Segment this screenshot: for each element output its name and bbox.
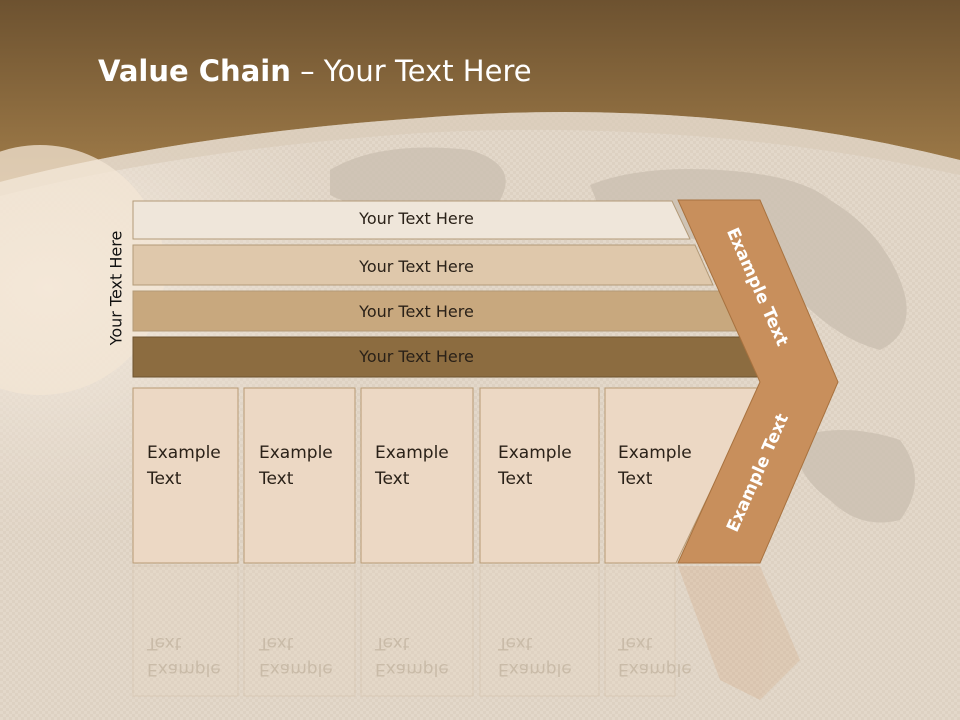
primary-box-2	[243, 387, 356, 564]
box-label-4: Example Text	[498, 440, 572, 492]
band-label-3: Your Text Here	[359, 302, 474, 321]
box-label-4-line1: Example	[498, 443, 572, 463]
reflection-label-3: Example Text	[375, 633, 449, 679]
box-label-5: Example Text	[618, 440, 692, 492]
support-band-1	[132, 200, 691, 240]
box-label-2: Example Text	[259, 440, 333, 492]
box-label-2-line2: Text	[259, 469, 294, 489]
title-bold: Value Chain	[98, 54, 291, 88]
margin-chevron	[677, 199, 839, 564]
primary-box-1	[132, 387, 239, 564]
reflection	[132, 565, 800, 700]
box-label-2-line1: Example	[259, 443, 333, 463]
reflection-label-2: Example Text	[259, 633, 333, 679]
reflection-label-1: Example Text	[147, 633, 221, 679]
title-rest: – Your Text Here	[290, 54, 532, 88]
primary-box-5	[604, 387, 761, 564]
band-label-4: Your Text Here	[359, 347, 474, 366]
primary-box-3	[360, 387, 474, 564]
box-label-5-line1: Example	[618, 443, 692, 463]
box-label-1: Example Text	[147, 440, 221, 492]
reflection-text: Example Text Example Text Example Text E…	[0, 565, 960, 720]
reflection-label-4: Example Text	[498, 633, 572, 679]
box-label-5-line2: Text	[618, 469, 653, 489]
box-label-1-line2: Text	[147, 469, 182, 489]
page-title: Value Chain – Your Text Here	[98, 54, 532, 88]
box-label-1-line1: Example	[147, 443, 221, 463]
band-label-2: Your Text Here	[359, 257, 474, 276]
box-label-3-line2: Text	[375, 469, 410, 489]
side-label: Your Text Here	[106, 230, 126, 346]
support-band-2	[132, 244, 714, 286]
box-label-4-line2: Text	[498, 469, 533, 489]
band-label-1: Your Text Here	[359, 209, 474, 228]
reflection-label-5: Example Text	[618, 633, 692, 679]
primary-box-4	[479, 387, 600, 564]
box-label-3-line1: Example	[375, 443, 449, 463]
box-label-3: Example Text	[375, 440, 449, 492]
